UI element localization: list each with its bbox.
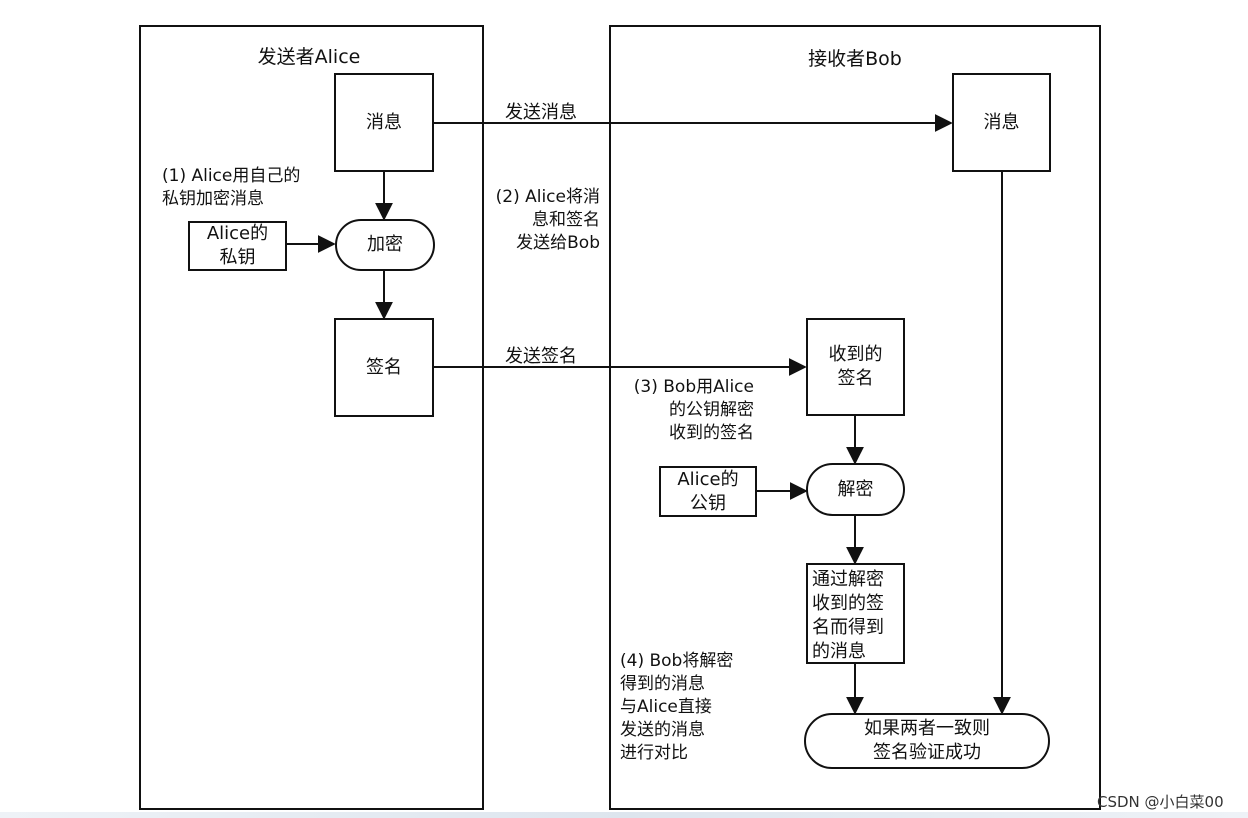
sender-message-box: 消息 [334,73,434,172]
receiver-panel [609,25,1101,810]
send-signature-label: 发送签名 [505,346,577,367]
step4-note: (4) Bob将解密 得到的消息 与Alice直接 发送的消息 进行对比 [620,651,734,763]
step2-note: (2) Alice将消 息和签名 发送给Bob [495,187,600,253]
result-node: 如果两者一致则 签名验证成功 [804,713,1050,769]
private-key-box: Alice的 私钥 [188,221,287,271]
signature-box: 签名 [334,318,434,417]
receiver-message-box: 消息 [952,73,1051,172]
sender-title: 发送者Alice [257,46,361,68]
public-key-box: Alice的 公钥 [659,466,757,517]
decrypt-node: 解密 [806,463,905,516]
step1-note: (1) Alice用自己的 私钥加密消息 [162,166,301,209]
received-signature-box: 收到的 签名 [806,318,905,416]
step3-note: (3) Bob用Alice 的公钥解密 收到的签名 [633,377,754,443]
send-message-label: 发送消息 [505,102,577,123]
receiver-title: 接收者Bob [808,48,902,70]
bottom-border [0,812,1248,818]
decrypted-message-box: 通过解密 收到的签 名而得到 的消息 [806,563,905,664]
encrypt-node: 加密 [335,219,435,271]
sender-panel [139,25,484,810]
watermark: CSDN @小白菜00 [1097,793,1224,811]
